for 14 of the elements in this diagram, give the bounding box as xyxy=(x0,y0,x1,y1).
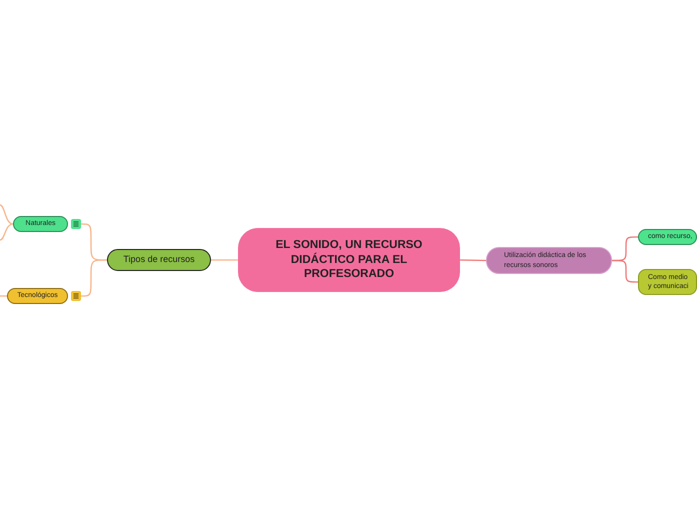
topic-box xyxy=(486,247,612,274)
topic-text: EL SONIDO, UN RECURSO DIDÁCTICO PARA EL PROFESORADO xyxy=(274,238,424,282)
subtopic-box xyxy=(7,288,68,304)
subtopic-box xyxy=(638,229,697,245)
topic-box xyxy=(107,249,211,271)
connector-line xyxy=(460,259,486,262)
topic-text: Tipos de recursos xyxy=(123,254,195,266)
central-topic xyxy=(238,228,460,292)
connector-line xyxy=(0,223,14,241)
connector-line xyxy=(211,259,238,261)
connector-line xyxy=(81,259,107,297)
subtopic-box xyxy=(638,269,697,295)
subtopic-box xyxy=(13,216,68,232)
connector-line xyxy=(0,204,14,225)
